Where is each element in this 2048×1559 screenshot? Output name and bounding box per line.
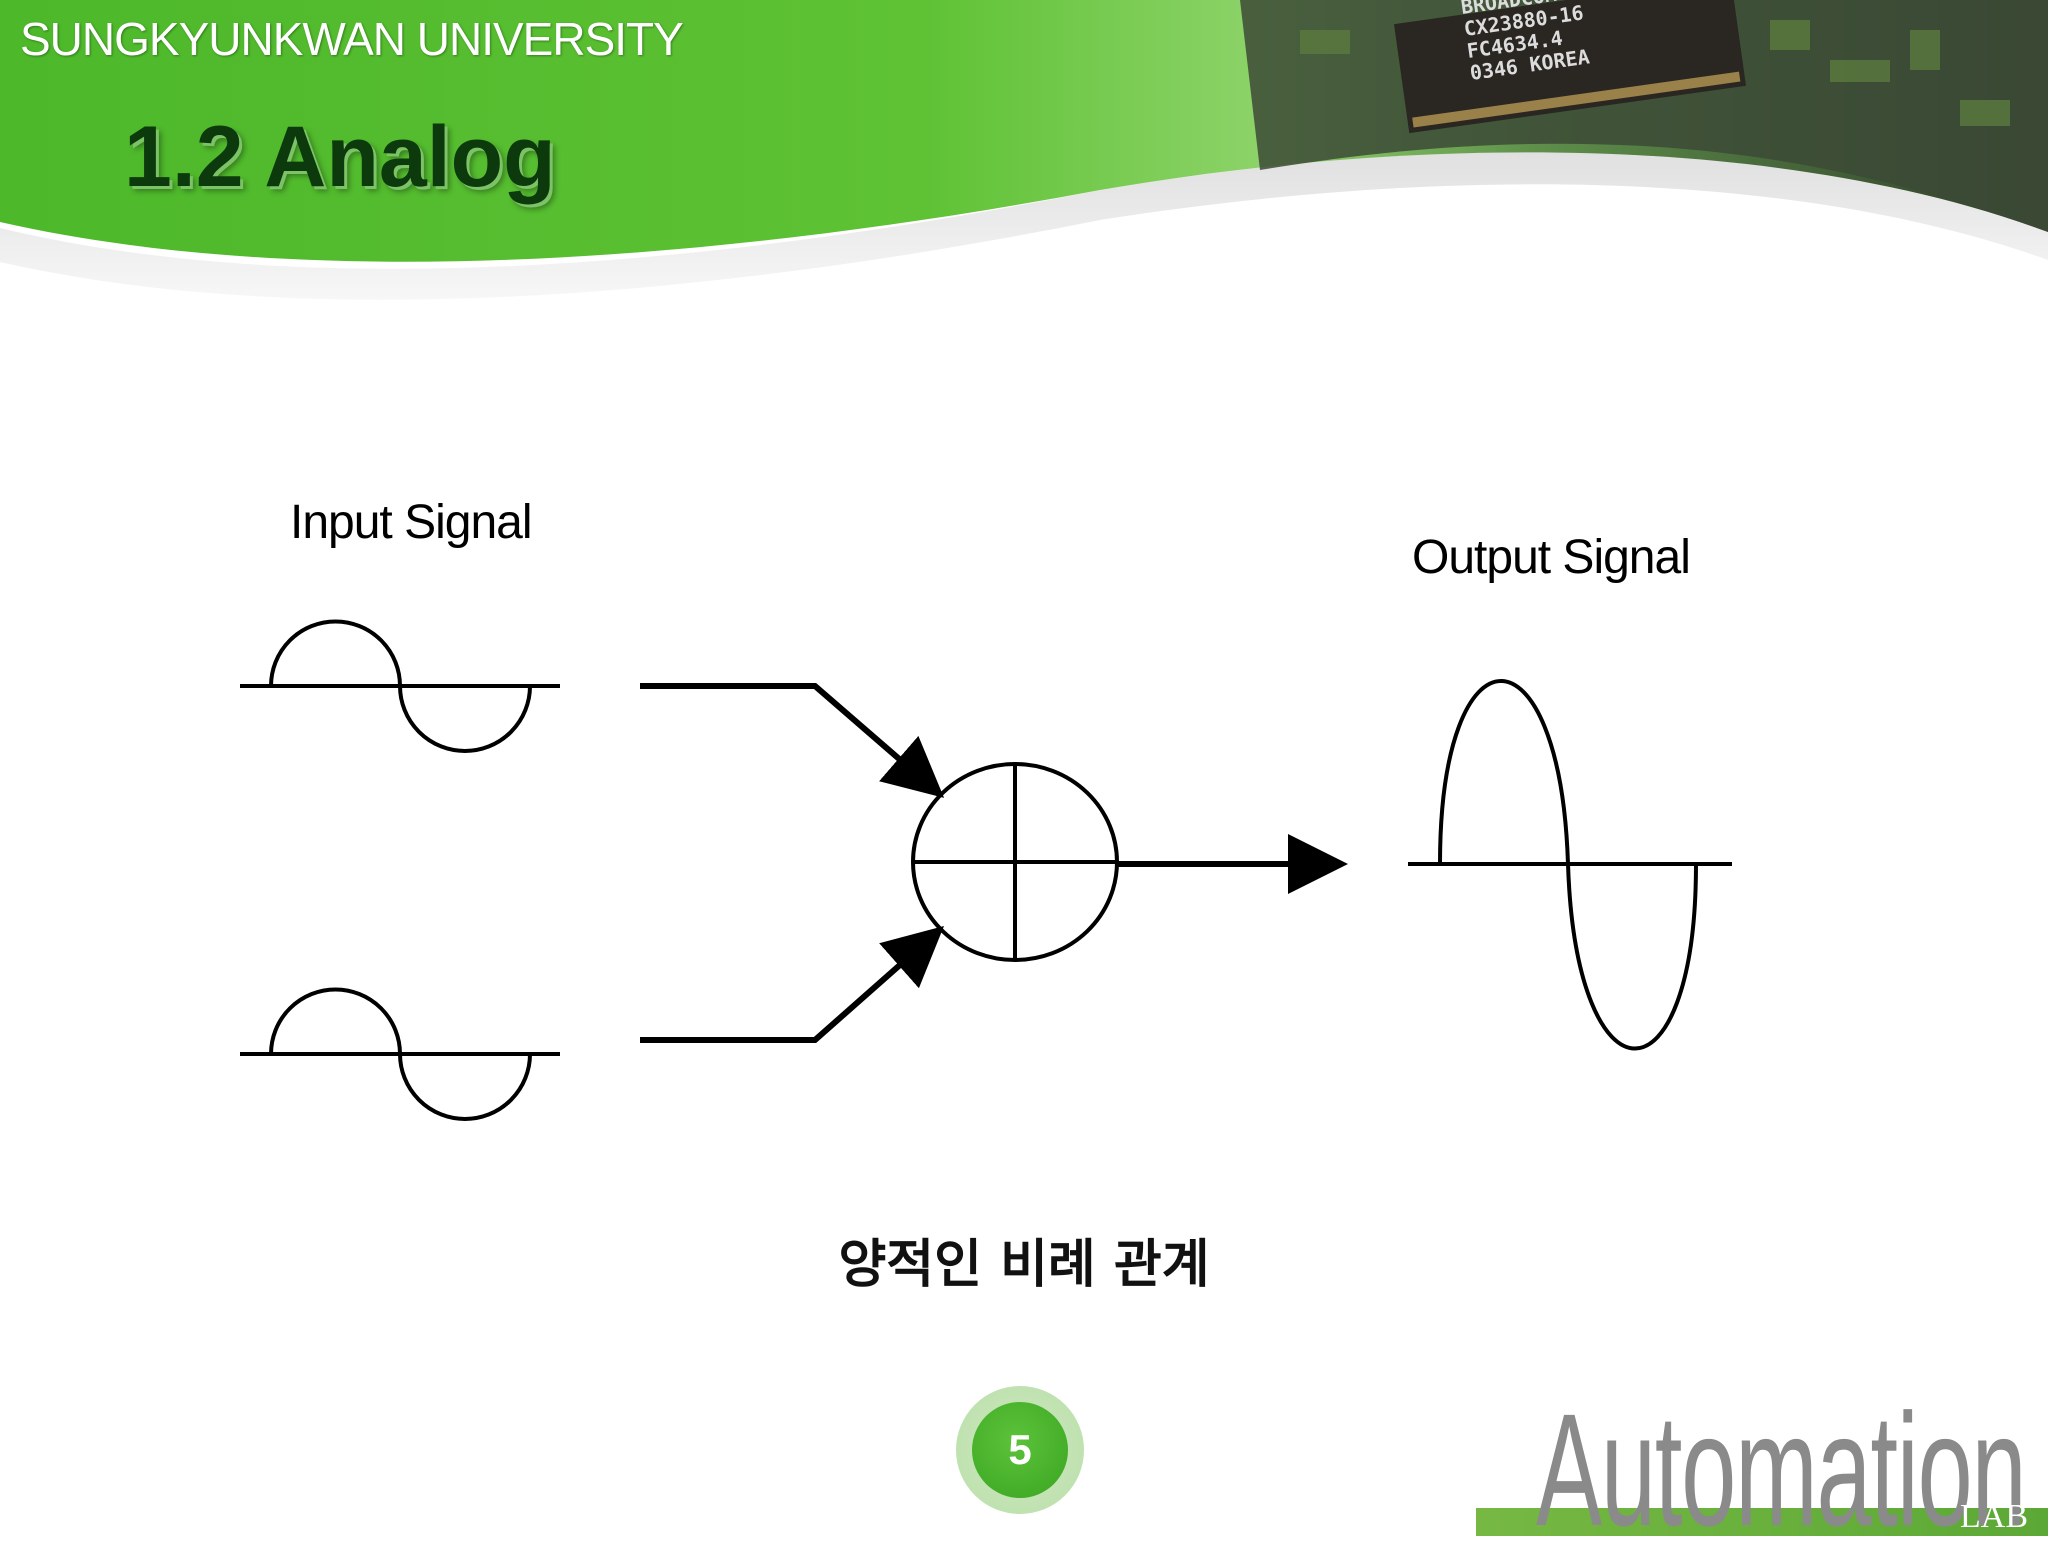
logo-bar <box>1476 1508 2048 1536</box>
page-number: 5 <box>972 1402 1068 1498</box>
input-signal-label: Input Signal <box>290 496 533 549</box>
automation-lab-logo: Automation <box>1536 1380 2027 1559</box>
input-1-connector <box>640 683 945 798</box>
output-signal-waveform <box>1408 679 1732 1051</box>
input-signal-1-waveform <box>240 619 560 753</box>
output-signal-label: Output Signal <box>1412 531 1691 584</box>
input-2-connector <box>640 926 944 1043</box>
diagram-caption: 양적인 비례 관계 <box>838 1235 1210 1295</box>
summing-junction <box>911 762 1119 962</box>
page-number-badge: 5 <box>956 1386 1084 1514</box>
header-banner: BROADCOM CX23880-16 FC4634.4 0346 KOREA <box>0 0 2048 300</box>
slide-title: 1.2 Analog <box>124 109 556 205</box>
input-signal-2-waveform <box>240 987 560 1121</box>
university-name: SUNGKYUNKWAN UNIVERSITY <box>20 13 684 65</box>
lab-logo-suffix: LAB <box>1960 1498 2028 1535</box>
